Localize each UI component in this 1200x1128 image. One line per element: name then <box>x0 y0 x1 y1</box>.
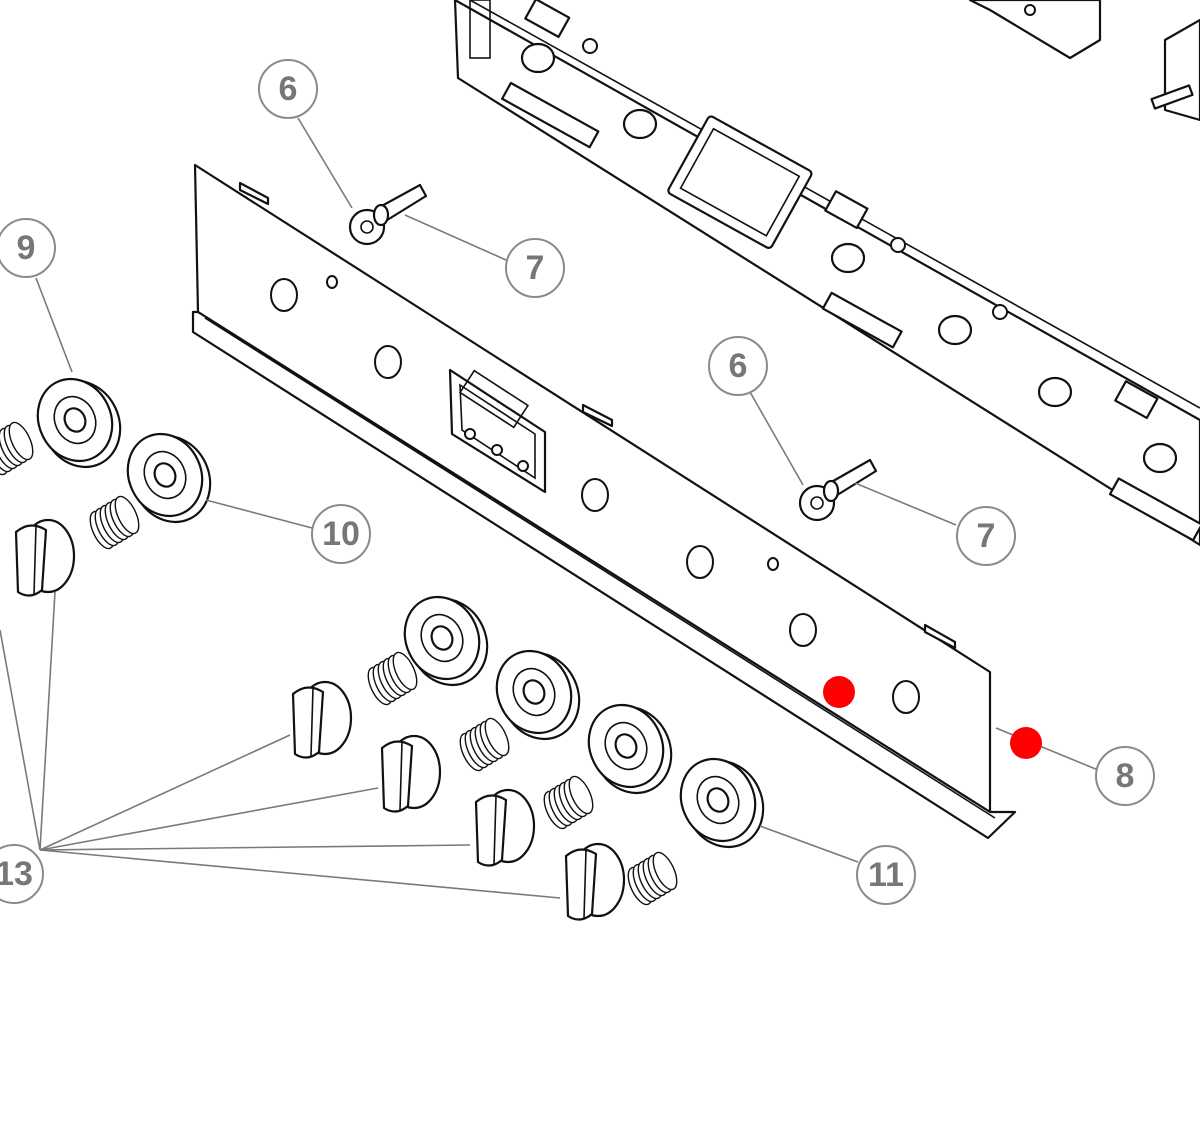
knob-bezel <box>403 595 489 687</box>
knob-spring <box>459 717 510 772</box>
control-knobs <box>14 518 626 921</box>
knob-spring <box>89 495 140 550</box>
knob-bezels <box>36 377 765 849</box>
callout-8: 8 <box>1095 746 1155 806</box>
knob-spring <box>627 851 678 906</box>
svg-text:6: 6 <box>279 70 298 108</box>
svg-text:10: 10 <box>322 515 360 553</box>
callout-10: 10 <box>311 504 371 564</box>
knob-spring <box>367 651 418 706</box>
callout-7b: 7 <box>956 506 1016 566</box>
control-knob <box>564 842 626 921</box>
red-marker-dot <box>1010 727 1042 759</box>
callout-6b: 6 <box>708 336 768 396</box>
knob-spring <box>0 421 34 476</box>
svg-text:9: 9 <box>17 229 36 267</box>
callout-11: 11 <box>856 845 916 905</box>
knob-springs <box>0 421 678 906</box>
svg-text:8: 8 <box>1116 757 1135 795</box>
knob-bezel <box>679 757 765 849</box>
control-knob <box>14 518 76 597</box>
callout-9: 9 <box>0 218 56 278</box>
svg-text:7: 7 <box>977 517 996 555</box>
control-knob <box>380 734 442 813</box>
svg-text:11: 11 <box>868 856 904 894</box>
ignition-switch-top <box>348 183 428 246</box>
red-marker-dot <box>823 676 855 708</box>
control-knob <box>291 680 353 759</box>
svg-text:7: 7 <box>526 249 545 287</box>
svg-text:6: 6 <box>729 347 748 385</box>
knob-spring <box>543 775 594 830</box>
rear-control-panel <box>453 0 1200 547</box>
front-fascia-panel <box>191 163 1017 840</box>
leader-lines <box>0 117 1099 899</box>
knob-bezel <box>126 432 212 524</box>
svg-text:13: 13 <box>0 855 33 893</box>
control-knob <box>474 788 536 867</box>
callout-6a: 6 <box>258 59 318 119</box>
ignition-switch-bottom <box>798 458 878 522</box>
callout-7a: 7 <box>505 238 565 298</box>
knob-bezel <box>36 377 122 469</box>
knob-bezel <box>495 649 581 741</box>
callout-13: 13 <box>0 844 44 904</box>
knob-bezel <box>587 703 673 795</box>
